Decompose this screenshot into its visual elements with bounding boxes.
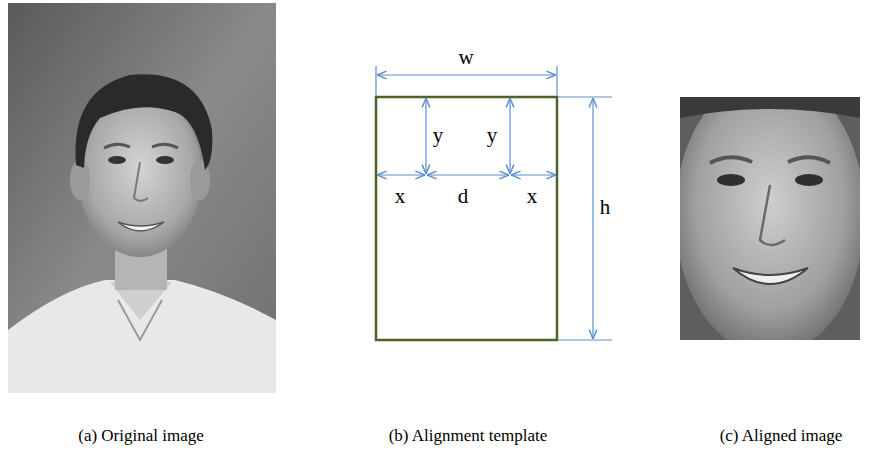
original-photo xyxy=(8,3,276,393)
dimension-label: x xyxy=(395,185,406,208)
panel-caption: (c) Aligned image xyxy=(720,427,843,446)
dimension-label: h xyxy=(600,196,611,219)
dimension-label: y xyxy=(433,124,444,147)
aligned-photo xyxy=(675,75,865,355)
dimension-label: x xyxy=(527,185,538,208)
panel-caption: (b) Alignment template xyxy=(389,427,548,446)
dimension-label: d xyxy=(458,185,469,208)
dimension-label: w xyxy=(458,46,473,69)
dimension-label: y xyxy=(487,124,498,147)
panel-caption: (a) Original image xyxy=(78,427,204,446)
alignment-template xyxy=(376,66,612,340)
